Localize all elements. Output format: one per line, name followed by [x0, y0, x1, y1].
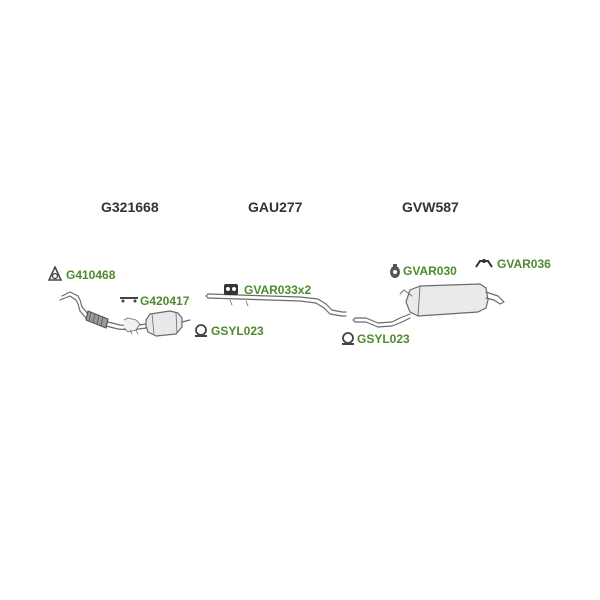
- clamp-icon[interactable]: [193, 323, 209, 339]
- part-label-hanger-rubber-mid[interactable]: GVAR033x2: [244, 283, 312, 297]
- section-title-front: G321668: [101, 199, 159, 215]
- section-title-middle: GAU277: [248, 199, 303, 215]
- clamp-icon[interactable]: [340, 331, 356, 347]
- section-title-rear: GVW587: [402, 199, 459, 215]
- clamp-icon[interactable]: [119, 294, 139, 304]
- middle-pipe[interactable]: [205, 293, 347, 317]
- rubber-hanger-icon[interactable]: [388, 263, 402, 279]
- part-label-hanger-rubber-rear[interactable]: GVAR030: [403, 264, 457, 278]
- part-label-clamp-front[interactable]: G420417: [140, 294, 190, 308]
- rear-silencer[interactable]: [352, 283, 505, 328]
- part-label-clamp-rear[interactable]: GSYL023: [357, 332, 410, 346]
- part-label-bracket-rear[interactable]: GVAR036: [497, 257, 551, 271]
- bracket-icon[interactable]: [474, 257, 494, 271]
- part-label-clamp-mid[interactable]: GSYL023: [211, 324, 264, 338]
- gasket-icon[interactable]: [48, 266, 62, 282]
- front-pipe-catalyst[interactable]: [59, 291, 191, 337]
- rubber-hanger-icon[interactable]: [222, 281, 240, 297]
- part-label-gasket[interactable]: G410468: [66, 268, 116, 282]
